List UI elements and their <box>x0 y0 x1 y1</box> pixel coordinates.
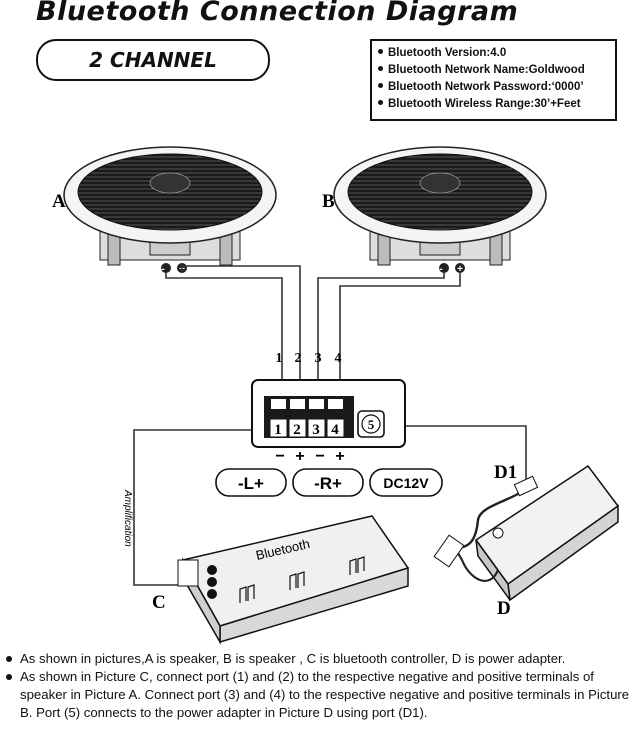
terminal-number: 3 <box>312 422 320 438</box>
note-item: As shown in Picture C, connect port (1) … <box>4 668 638 722</box>
right-channel-pill <box>292 468 364 497</box>
power-pill <box>369 468 443 497</box>
bullet-icon <box>378 66 383 72</box>
channel-badge: 2 CHANNEL <box>36 39 270 81</box>
terminal-number: 2 <box>293 422 301 438</box>
spec-range: Bluetooth Wireless Range:30’+Feet <box>388 98 581 110</box>
bullet-icon <box>6 674 12 680</box>
note-item: As shown in pictures,A is speaker, B is … <box>4 650 638 668</box>
power-adapter <box>433 464 620 602</box>
adapter-label: D <box>497 598 511 619</box>
speaker-b-minus: - <box>439 264 442 275</box>
wire-number: 3 <box>315 351 322 366</box>
terminal-number: 1 <box>274 422 282 438</box>
wire-number: 1 <box>276 351 283 366</box>
speaker-b-plus: + <box>457 264 463 275</box>
left-channel-label: -L+ <box>238 474 264 493</box>
bullet-icon <box>6 656 12 662</box>
left-channel-pill <box>215 468 287 497</box>
wire-number: 2 <box>295 351 302 366</box>
polarity-sign: − <box>315 448 324 465</box>
polarity-sign: − <box>275 448 284 465</box>
spec-row: Bluetooth Network Name:Goldwood <box>378 62 609 79</box>
instruction-notes: As shown in pictures,A is speaker, B is … <box>4 650 638 722</box>
bullet-icon <box>378 83 383 89</box>
terminal-number: 4 <box>331 422 339 438</box>
power-label: DC12V <box>383 475 429 491</box>
note-text: As shown in Picture C, connect port (1) … <box>20 669 630 720</box>
adapter-port-label: D1 <box>494 462 517 483</box>
polarity-sign: + <box>335 448 344 465</box>
spec-network-name: Bluetooth Network Name:Goldwood <box>388 64 585 76</box>
spec-password: Bluetooth Network Password:‘0000’ <box>388 81 584 93</box>
spec-row: Bluetooth Version:4.0 <box>378 45 609 62</box>
spec-version: Bluetooth Version:4.0 <box>388 47 507 59</box>
spec-row: Bluetooth Wireless Range:30’+Feet <box>378 96 609 113</box>
speaker-b <box>333 146 547 273</box>
spec-box: Bluetooth Version:4.0 Bluetooth Network … <box>370 39 617 121</box>
bluetooth-controller <box>177 515 410 645</box>
amplification-label: Amplification <box>122 489 133 547</box>
speaker-a-label: A <box>52 191 66 212</box>
right-channel-label: -R+ <box>314 474 342 493</box>
wire-number: 4 <box>335 351 342 366</box>
speaker-b-label: B <box>322 191 335 212</box>
port-5-label: 5 <box>368 417 375 432</box>
bullet-icon <box>378 100 383 106</box>
spec-row: Bluetooth Network Password:‘0000’ <box>378 79 609 96</box>
speaker-wires <box>133 265 527 586</box>
polarity-sign: + <box>295 448 304 465</box>
speaker-a-minus: - <box>161 264 164 275</box>
bullet-icon <box>378 49 383 55</box>
controller-label: C <box>152 592 166 613</box>
diagram-title: Bluetooth Connection Diagram <box>36 0 519 27</box>
note-text: As shown in pictures,A is speaker, B is … <box>20 651 566 666</box>
speaker-a <box>63 146 277 273</box>
